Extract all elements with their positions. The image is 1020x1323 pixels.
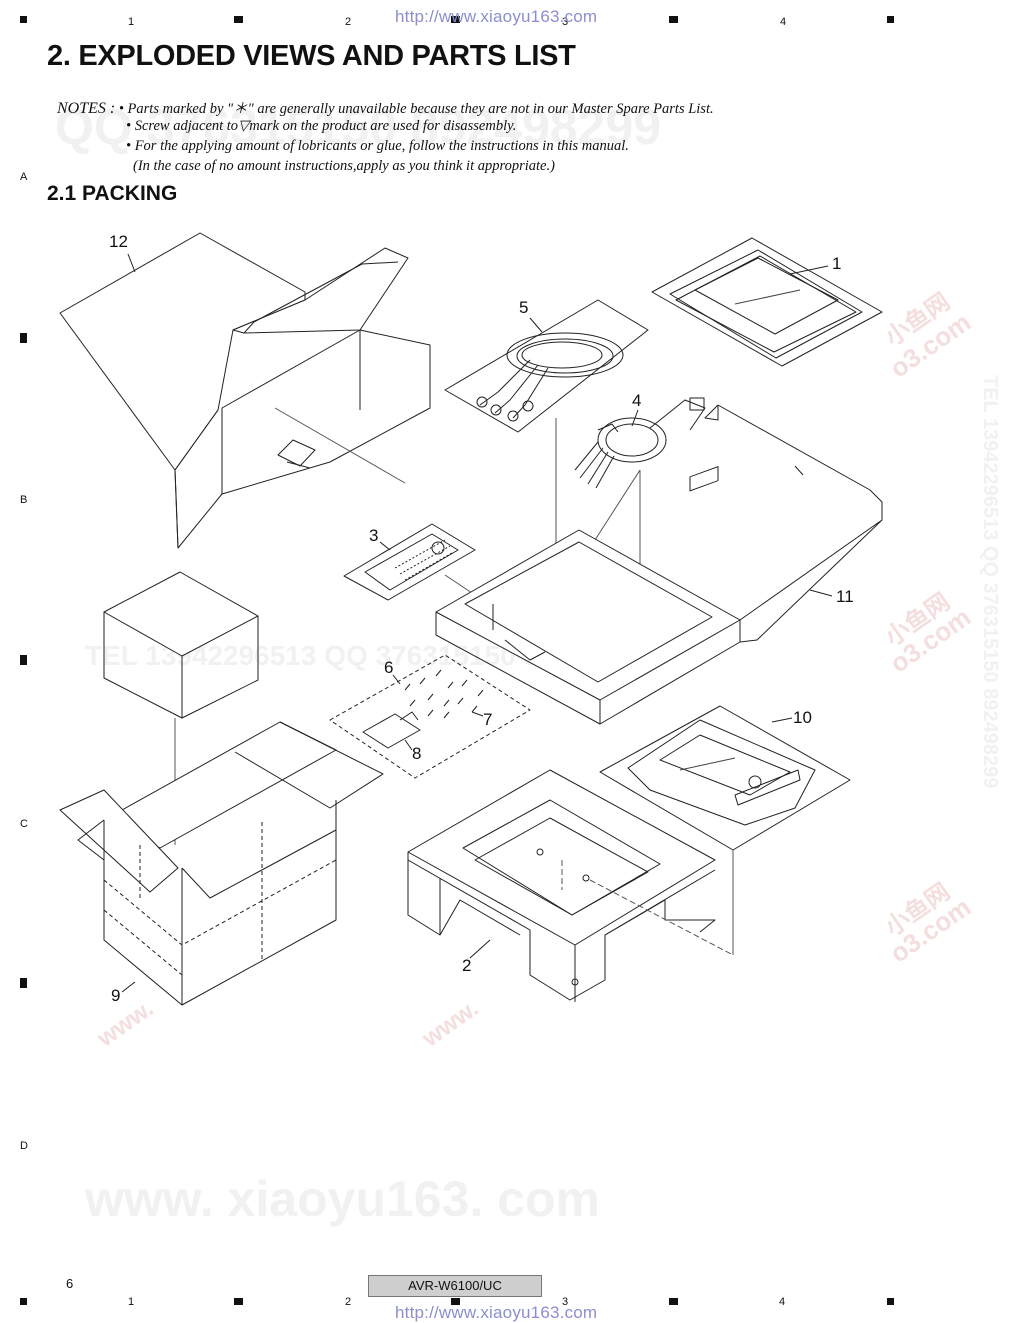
part-2-base <box>407 769 734 1002</box>
notes-line-1: NOTES : • Parts marked by "＊" are genera… <box>57 97 714 118</box>
callout-1: 1 <box>832 254 842 273</box>
reg-mark <box>669 1298 678 1305</box>
reg-mark <box>234 16 243 23</box>
reg-mark <box>20 978 27 988</box>
callout-5: 5 <box>519 298 529 317</box>
part-4-speaker-cable <box>574 397 706 489</box>
row-letter: D <box>20 1140 28 1152</box>
reg-mark <box>887 16 894 23</box>
column-number: 3 <box>562 16 569 28</box>
part-12-outer-carton <box>59 232 431 549</box>
part-9-open-carton <box>59 721 384 1006</box>
watermark-qq: QQ 376315150 892498299 <box>55 99 662 155</box>
watermark-site: www. xiaoyu163. com <box>85 1171 601 1227</box>
callout-8: 8 <box>412 744 422 763</box>
reg-mark <box>887 1298 894 1305</box>
row-letter: C <box>20 818 28 830</box>
notes-line-2: • Screw adjacent to▽mark on the product … <box>126 118 517 134</box>
column-number: 3 <box>562 1296 569 1308</box>
callout-2: 2 <box>462 956 472 975</box>
header-url[interactable]: http://www.xiaoyu163.com <box>395 7 598 26</box>
column-number: 2 <box>345 16 352 28</box>
part-11-tray <box>435 404 883 725</box>
part-1-manual <box>651 237 883 367</box>
callout-11: 11 <box>836 587 854 606</box>
page-number: 6 <box>66 1276 74 1291</box>
reg-mark <box>20 655 27 665</box>
part-5-av-cable <box>444 299 649 433</box>
reg-mark <box>20 1298 27 1305</box>
notes-text: • Parts marked by "＊" are generally unav… <box>118 101 714 117</box>
reg-mark <box>451 16 460 23</box>
notes-line-3: • For the applying amount of lobricants … <box>126 138 629 154</box>
part-3-remote <box>343 523 476 601</box>
model-label: AVR-W6100/UC <box>368 1275 542 1297</box>
section-heading: 2.1 PACKING <box>47 182 178 205</box>
part-10-cradle <box>599 466 851 851</box>
column-number: 4 <box>780 16 787 28</box>
notes-line-4: (In the case of no amount instructions,a… <box>133 158 555 174</box>
column-number: 1 <box>128 16 135 28</box>
callout-4: 4 <box>632 391 642 410</box>
reg-mark <box>20 16 27 23</box>
part-9-inner-box-top <box>103 571 259 719</box>
callout-9: 9 <box>111 986 121 1005</box>
callout-3: 3 <box>369 526 379 545</box>
callout-7: 7 <box>483 710 493 729</box>
callout-10: 10 <box>793 708 812 727</box>
reg-mark <box>234 1298 243 1305</box>
page-title: 2. EXPLODED VIEWS AND PARTS LIST <box>47 40 576 72</box>
parts-6-7-8-accessories <box>329 654 531 779</box>
column-number: 4 <box>779 1296 786 1308</box>
callout-6: 6 <box>384 658 394 677</box>
column-number: 1 <box>128 1296 135 1308</box>
row-letter: B <box>20 494 28 506</box>
watermark-vertical: TEL 13942296513 QQ 376315150 892498299 <box>979 375 1001 789</box>
column-number: 2 <box>345 1296 352 1308</box>
reg-mark <box>669 16 678 23</box>
reg-mark <box>451 1298 460 1305</box>
footer-url[interactable]: http://www.xiaoyu163.com <box>395 1303 598 1322</box>
reg-mark <box>20 333 27 343</box>
callout-12: 12 <box>109 232 128 251</box>
notes-lead: NOTES : <box>57 100 116 117</box>
row-letter: A <box>20 171 28 183</box>
